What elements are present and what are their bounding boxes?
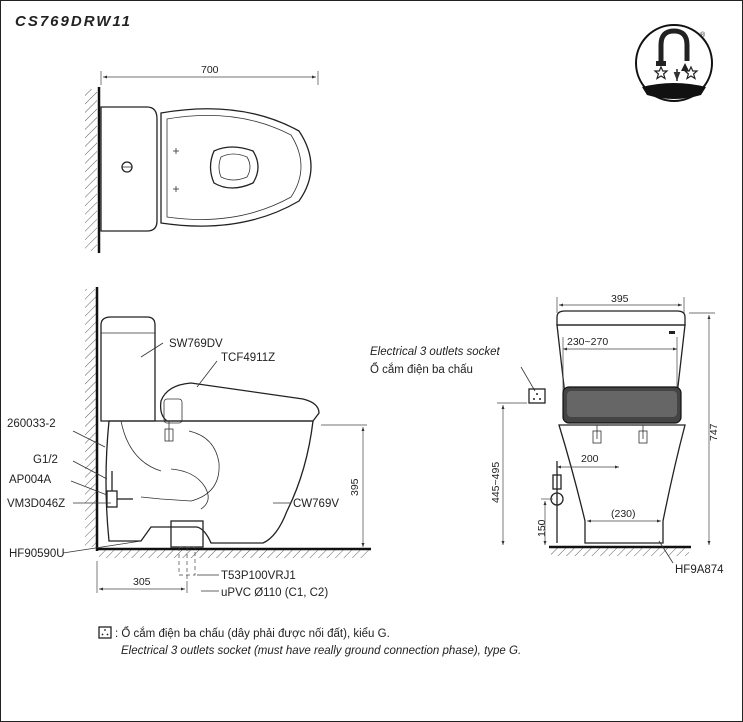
registered-mark: ® [700,31,706,39]
part-thread: G1/2 [33,454,58,466]
socket-icon [98,626,112,639]
top-view: 700 [85,64,319,253]
dim-front-width: 395 [611,293,629,305]
part-pipe: uPVC Ø110 (C1, C2) [221,587,328,599]
socket-icon [528,388,546,404]
part-valve: AP004A [9,474,52,486]
dim-total-height: 747 [708,423,720,441]
model-title: CS769DRW11 [15,13,132,30]
notes: : Ổ cắm điện ba chấu (dây phải được nối … [98,626,521,657]
part-fitting: HF9A874 [675,564,724,576]
part-seat: TCF4911Z [221,352,275,364]
dim-top-width: 700 [201,64,219,76]
faucet-logo-icon: ® [635,24,713,102]
note-vi: : Ổ cắm điện ba chấu (dây phải được nối … [115,627,390,640]
part-bowl: CW769V [293,498,339,510]
dim-side-height: 395 [349,478,361,496]
dim-socket-height: 445~495 [490,462,502,503]
note-en: Electrical 3 outlets socket (must have r… [121,645,521,657]
part-tank: SW769DV [169,338,223,350]
part-hose: 260033-2 [7,418,56,430]
dim-rough-in: 305 [133,576,151,588]
dim-supply-height: 150 [536,519,548,537]
part-drain: T53P100VRJ1 [221,570,296,582]
socket-label-vi: Ổ cắm điện ba chấu [370,363,473,376]
dim-span: 230~270 [567,336,608,348]
dim-supply-offset: 200 [581,453,599,465]
socket-label-en: Electrical 3 outlets socket [370,346,501,358]
part-flange: HF90590U [9,548,65,560]
dim-base-width: (230) [611,508,636,520]
part-stop: VM3D046Z [7,498,65,510]
front-view: Electrical 3 outlets socket Ổ cắm điện b… [370,293,724,576]
side-view: 395 305 SW769DV TCF4911Z 260033-2 G1/2 A… [7,287,371,599]
